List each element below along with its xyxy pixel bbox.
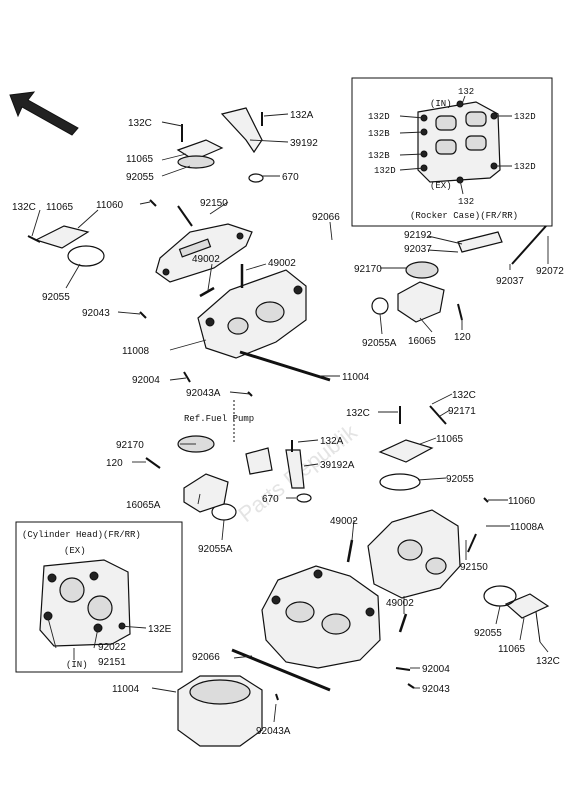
part-label: 120 (106, 458, 123, 469)
part-label: 92170 (116, 440, 144, 451)
part-label: 49002 (386, 598, 414, 609)
part-label: 92055 (446, 474, 474, 485)
intake-parts (177, 225, 547, 513)
part-label: 132C (346, 408, 370, 419)
rocker-case-drawing (417, 100, 501, 184)
part-label: 670 (262, 494, 279, 505)
part-label: 16065 (408, 336, 436, 347)
rocker-bottom-132: 132 (458, 197, 474, 207)
covers-and-gaskets (34, 107, 550, 692)
part-label: 92004 (132, 375, 160, 386)
cylinder-head-drawing (39, 559, 131, 647)
part-label: 11065 (126, 154, 154, 165)
part-label: 11004 (342, 372, 370, 383)
part-label: 132A (320, 436, 344, 447)
part-label: 92037 (404, 244, 432, 255)
part-label: 132C (12, 202, 36, 213)
rocker-132d-right-2: 132D (514, 162, 536, 172)
part-label: 49002 (268, 258, 296, 269)
part-label: 92022 (98, 642, 126, 653)
part-label: 11004 (112, 684, 140, 695)
part-label: 11008 (122, 346, 150, 357)
part-label: 120 (454, 332, 471, 343)
part-label: 11008A (510, 522, 544, 533)
rocker-case-inset: 132 (IN) 132D 132B 132B 132D 132D 132D (… (351, 77, 553, 227)
lower-cylinder-head (261, 565, 381, 669)
front-direction-arrow-icon (9, 91, 79, 136)
rocker-ex-label: (EX) (430, 181, 452, 191)
part-number-labels: 132C 132A 11065 39192 92055 670 11060 92… (12, 110, 564, 737)
part-label: 16065A (126, 500, 161, 511)
part-label: 92171 (448, 406, 476, 417)
cylinder-head-inset: (Cylinder Head)(FR/RR) (EX) (IN) (15, 521, 183, 673)
part-label: 92043 (82, 308, 110, 319)
part-label: 132E (148, 624, 172, 635)
leader-lines (31, 113, 549, 723)
part-label: 92150 (460, 562, 488, 573)
part-label: 92151 (98, 657, 126, 668)
rocker-132d-left-1: 132D (368, 112, 390, 122)
part-label: 670 (282, 172, 299, 183)
part-label: 92043A (256, 726, 291, 737)
cylinder-inset-caption: (Cylinder Head)(FR/RR) (22, 530, 141, 540)
part-label: 11060 (508, 496, 536, 507)
part-label: 92192 (404, 230, 432, 241)
rear-rocker-case (367, 509, 461, 599)
part-label: 92043A (186, 388, 221, 399)
upper-cylinder-head (197, 269, 307, 359)
upper-rocker-case (155, 223, 253, 283)
cylinder (177, 675, 263, 747)
rocker-132d-left-2: 132D (374, 166, 396, 176)
part-label: 92150 (200, 198, 228, 209)
part-label: 92055 (42, 292, 70, 303)
rocker-in-label: (IN) (430, 99, 452, 109)
part-label: 11065 (498, 644, 526, 655)
part-label: 11065 (46, 202, 74, 213)
part-label: 39192 (290, 138, 318, 149)
part-label: 92037 (496, 276, 524, 287)
part-label: 11065 (436, 434, 464, 445)
part-label: 92004 (422, 664, 450, 675)
rocker-132d-right-1: 132D (514, 112, 536, 122)
part-label: 132A (290, 110, 314, 121)
rocker-top-132: 132 (458, 87, 474, 97)
cylinder-in-label: (IN) (66, 660, 88, 670)
part-label: 49002 (330, 516, 358, 527)
bolts-and-studs (27, 112, 541, 701)
part-label: 49002 (192, 254, 220, 265)
part-label: 132C (536, 656, 560, 667)
cylinder-ex-label: (EX) (64, 546, 86, 556)
part-label: 92072 (536, 266, 564, 277)
part-label: 92055 (474, 628, 502, 639)
rocker-inset-caption: (Rocker Case)(FR/RR) (410, 211, 518, 221)
rocker-132b-left-2: 132B (368, 151, 390, 161)
part-label: 92055A (198, 544, 233, 555)
part-label: 39192A (320, 460, 355, 471)
rocker-132b-left-1: 132B (368, 129, 390, 139)
part-label: 92066 (192, 652, 220, 663)
part-label: 11060 (96, 200, 124, 211)
ref-fuel-pump-label: Ref.Fuel Pump (184, 414, 254, 424)
part-label: 92170 (354, 264, 382, 275)
part-label: 92066 (312, 212, 340, 223)
part-label: 92043 (422, 684, 450, 695)
part-label: 132C (452, 390, 476, 401)
part-label: 92055A (362, 338, 397, 349)
part-label: 92055 (126, 172, 154, 183)
part-label: 132C (128, 118, 152, 129)
